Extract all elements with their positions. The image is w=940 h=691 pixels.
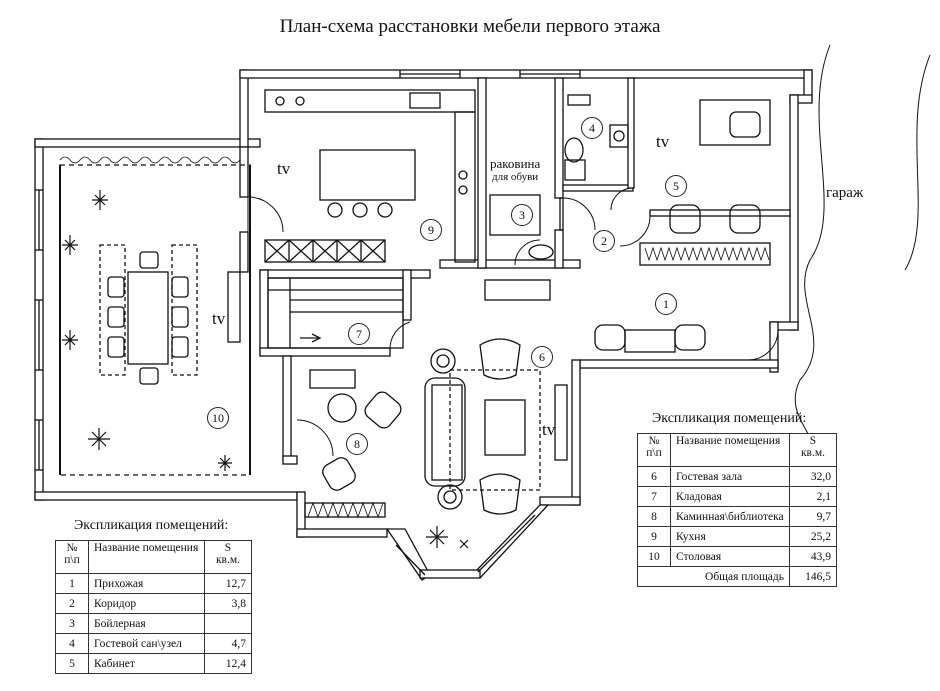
total-value: 146,5 — [789, 566, 837, 587]
tv-label-living: tv — [542, 420, 556, 439]
header-name: Название помещения — [88, 540, 205, 574]
room-number-10: 10 — [207, 407, 229, 429]
explication-right-title: Экспликация помещений: — [652, 411, 807, 426]
bathroom-fixtures — [564, 94, 629, 181]
tv-label-kitchen: tv — [277, 159, 291, 178]
sink-label: раковина — [490, 156, 541, 171]
room-number-2: 2 — [593, 230, 615, 252]
room-number-7: 7 — [348, 323, 370, 345]
shoe-bench — [484, 279, 551, 301]
living-room-furniture — [424, 338, 568, 515]
total-label: Общая площадь — [637, 566, 790, 587]
outer-walls — [34, 69, 813, 581]
explication-left-title: Экспликация помещений: — [74, 518, 229, 533]
hall-furniture — [594, 324, 706, 353]
plan-title: План-схема расстановки мебели первого эт… — [279, 16, 661, 37]
header-name: Название помещения — [670, 433, 790, 467]
tv-label-study: tv — [656, 132, 670, 151]
stairs — [267, 277, 404, 349]
garage-label: гараж — [826, 185, 864, 201]
kitchen-furniture — [264, 89, 476, 263]
plant-markers — [62, 190, 469, 549]
library-furniture — [304, 369, 402, 519]
study-furniture — [639, 99, 771, 266]
shoe-sink — [528, 244, 554, 260]
room-number-4: 4 — [581, 117, 603, 139]
tv-label-dining: tv — [212, 309, 226, 328]
boiler-unit — [489, 194, 541, 236]
door-swings — [247, 187, 779, 457]
room-number-9: 9 — [420, 219, 442, 241]
room-number-8: 8 — [346, 433, 368, 455]
sink-sub-label: для обуви — [492, 171, 539, 183]
room-number-5: 5 — [665, 175, 687, 197]
room-number-1: 1 — [655, 293, 677, 315]
room-number-3: 3 — [511, 204, 533, 226]
dining-table-set — [99, 244, 241, 385]
room-number-6: 6 — [531, 346, 553, 368]
total-row: Общая площадь 146,5 — [637, 566, 837, 587]
interior-walls — [239, 77, 791, 465]
